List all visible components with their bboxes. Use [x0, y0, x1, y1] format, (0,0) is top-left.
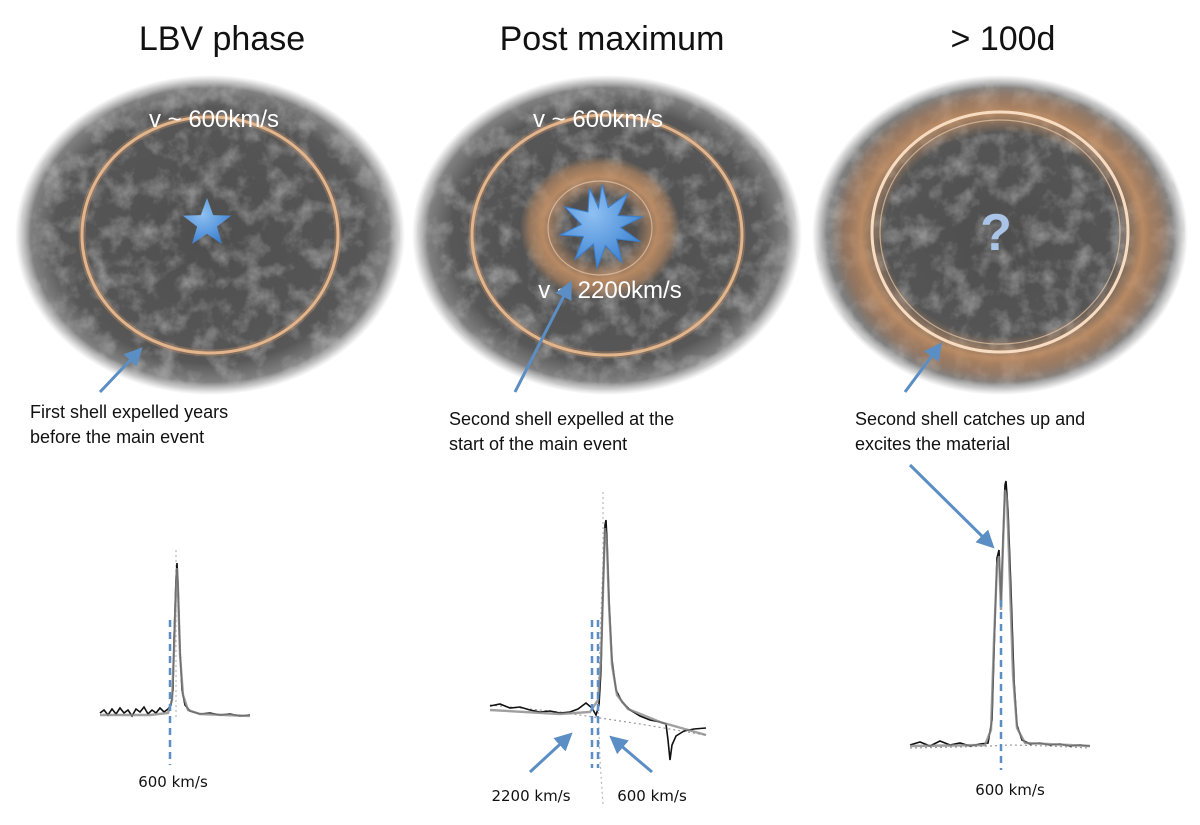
- panel-2-inner-velocity: v ~ 2200km/s: [538, 277, 681, 304]
- first-shell-ring: [470, 113, 744, 357]
- spectrum-1: [99, 550, 251, 765]
- arrow-600: [609, 735, 653, 774]
- arrow-spectrum-peak: [908, 463, 995, 549]
- panel-1-outer-velocity: v ~ 600km/s: [149, 106, 279, 133]
- arrow-2200: [528, 732, 573, 774]
- panel-2-outer-velocity: v ~ 600km/s: [533, 106, 663, 133]
- panel-2-title: Post maximum: [500, 20, 725, 58]
- panel-3-title: > 100d: [951, 20, 1056, 58]
- spectrum-2-label-600: 600 km/s: [617, 787, 687, 805]
- burst-star-icon: [558, 183, 644, 270]
- arrow-second-shell: [513, 280, 572, 393]
- arrow-first-shell: [98, 347, 143, 394]
- spectrum-1-label: 600 km/s: [138, 773, 208, 791]
- panel-2-caption: Second shell expelled at the start of th…: [449, 409, 679, 454]
- second-shell-glow: [830, 85, 1174, 385]
- panel-3-caption: Second shell catches up and excites the …: [855, 409, 1090, 454]
- panel-1-title: LBV phase: [139, 20, 305, 58]
- question-mark-icon: ?: [980, 204, 1012, 262]
- spectrum-2: [489, 492, 707, 806]
- panel-1-nebula: [15, 75, 405, 395]
- panel-3-nebula: [812, 75, 1188, 395]
- spectrum-2-label-2200: 2200 km/s: [491, 787, 570, 805]
- spectrum-2-observed: [489, 519, 707, 761]
- spectrum-3: [909, 480, 1091, 770]
- star-icon: [182, 198, 232, 244]
- panel-2-nebula: [412, 75, 802, 395]
- panel-1-caption: First shell expelled years before the ma…: [30, 402, 233, 447]
- spectrum-3-label: 600 km/s: [975, 781, 1045, 799]
- first-shell-ring: [870, 110, 1130, 354]
- first-shell-ring: [80, 115, 340, 355]
- arrow-outer-shell: [903, 342, 943, 393]
